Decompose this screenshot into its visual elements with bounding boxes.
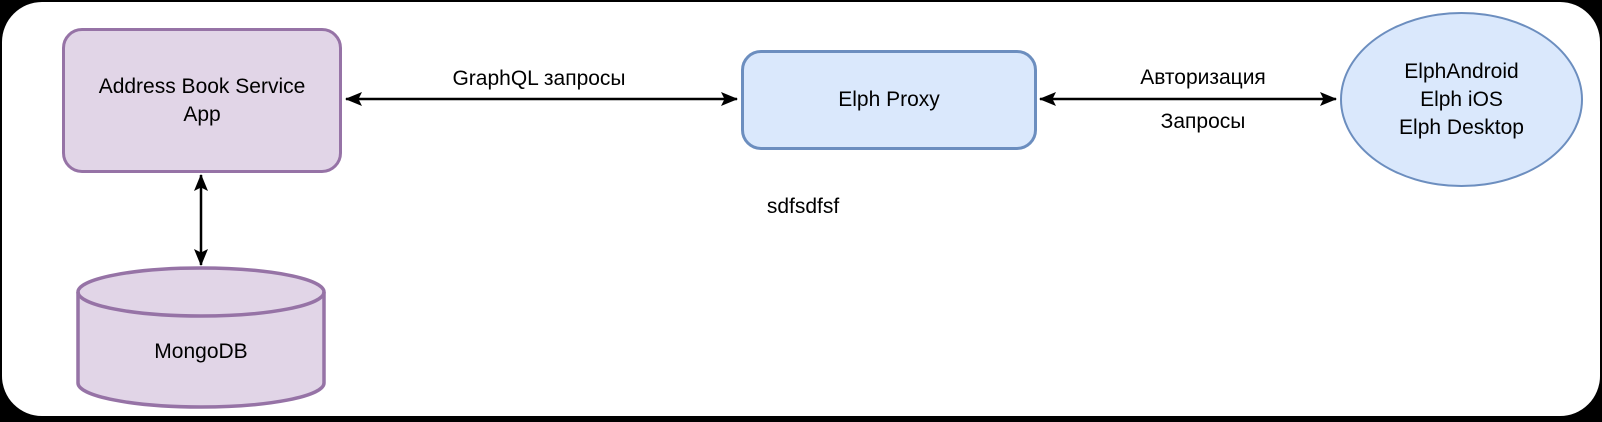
edge-auth-label-bottom[interactable]: Запросы [1160, 110, 1246, 133]
node-label-line: Elph iOS [1420, 87, 1503, 111]
node-label-line: App [183, 102, 221, 126]
node-address-book-label: Address Book Service App [65, 73, 339, 129]
free-text[interactable]: sdfsdfsf [766, 195, 840, 218]
node-label-line: Address Book Service [98, 74, 306, 98]
node-label-line: Elph Desktop [1399, 115, 1524, 139]
node-elph-proxy-label: Elph Proxy [838, 88, 940, 111]
mongodb-cylinder-body[interactable] [76, 266, 326, 409]
node-address-book-service[interactable]: Address Book Service App [62, 28, 342, 173]
edges-layer [76, 92, 1337, 409]
diagram-canvas: Address Book Service App Elph Proxy Elph… [2, 2, 1600, 416]
node-label-line: ElphAndroid [1404, 59, 1519, 83]
node-clients-ellipse[interactable]: ElphAndroid Elph iOS Elph Desktop [1340, 12, 1583, 187]
edge-auth-label-top[interactable]: Авторизация [1140, 66, 1266, 89]
node-mongodb-label[interactable]: MongoDB [154, 340, 248, 363]
mongodb-cylinder-rim [76, 291, 326, 318]
node-clients-label: ElphAndroid Elph iOS Elph Desktop [1342, 58, 1581, 142]
node-mongodb-shape[interactable] [76, 266, 326, 409]
node-elph-proxy[interactable]: Elph Proxy [741, 50, 1037, 150]
edge-graphql-label[interactable]: GraphQL запросы [452, 67, 626, 90]
